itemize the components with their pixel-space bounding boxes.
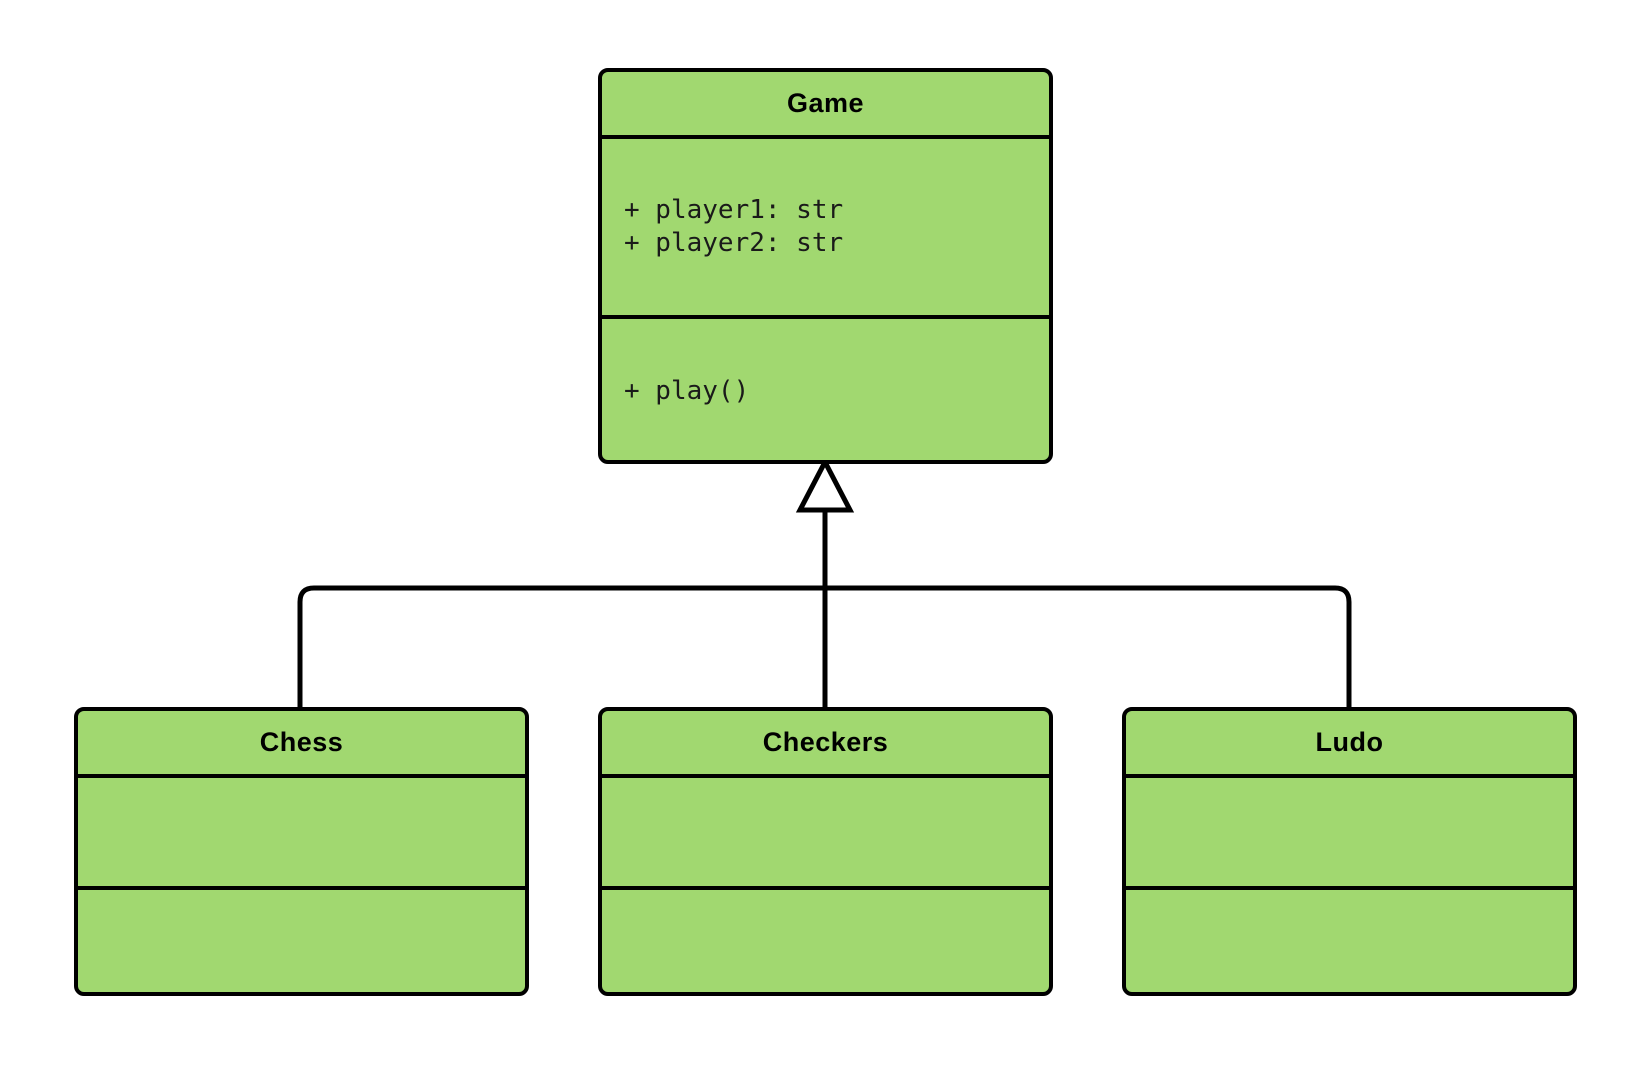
uml-class-name-game: Game [602,72,1049,139]
uml-class-game[interactable]: Game + player1: str + player2: str + pla… [598,68,1053,464]
uml-attributes-chess [78,778,525,890]
uml-class-checkers[interactable]: Checkers [598,707,1053,996]
uml-method-row: + play() [624,376,750,406]
uml-methods-chess [78,890,525,992]
uml-class-chess[interactable]: Chess [74,707,529,996]
uml-methods-checkers [602,890,1049,992]
uml-methods-game: + play() [602,319,1049,460]
uml-class-ludo[interactable]: Ludo [1122,707,1577,996]
uml-class-name-ludo: Ludo [1126,711,1573,778]
uml-attribute-row: + player1: str [624,195,844,225]
uml-attribute-row: + player2: str [624,228,844,258]
uml-attributes-checkers [602,778,1049,890]
connector-bus [297,585,1352,707]
inheritance-triangle-icon [795,456,855,513]
uml-class-name-checkers: Checkers [602,711,1049,778]
uml-attributes-game: + player1: str + player2: str [602,139,1049,319]
uml-attributes-ludo [1126,778,1573,890]
uml-class-name-chess: Chess [78,711,525,778]
uml-methods-ludo [1126,890,1573,992]
